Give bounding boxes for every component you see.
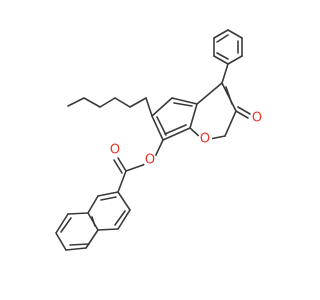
- ring-oxygen-atom: O: [198, 132, 212, 147]
- ch2-carbonyl-bond: [125, 164, 144, 172]
- ether-oxygen-atom: O: [143, 153, 157, 168]
- svg-text:O: O: [252, 111, 262, 126]
- hexyl-chain: [67, 97, 153, 117]
- naphthalene-ring-right: [87, 191, 131, 231]
- ketone-carbonyl: [113, 157, 127, 174]
- phenyl-ring: [213, 29, 243, 65]
- phenyl-attachment-bond: [221, 63, 229, 84]
- svg-text:O: O: [200, 132, 210, 147]
- benzo-ring: [151, 97, 198, 141]
- structure-diagram: O O O O: [55, 29, 264, 251]
- lactone-carbonyl: [235, 106, 251, 119]
- svg-text:O: O: [145, 153, 155, 168]
- svg-text:O: O: [110, 143, 120, 158]
- pyranone-ring: [189, 82, 237, 140]
- lactone-carbonyl-oxygen-atom: O: [250, 111, 264, 126]
- naphthalene-ring-left: [55, 212, 99, 251]
- ketone-aryl-bond: [117, 170, 127, 193]
- aryl-ether-bond: [154, 139, 164, 158]
- ketone-oxygen-atom: O: [108, 143, 122, 158]
- molecule-canvas: O O O O: [55, 29, 264, 251]
